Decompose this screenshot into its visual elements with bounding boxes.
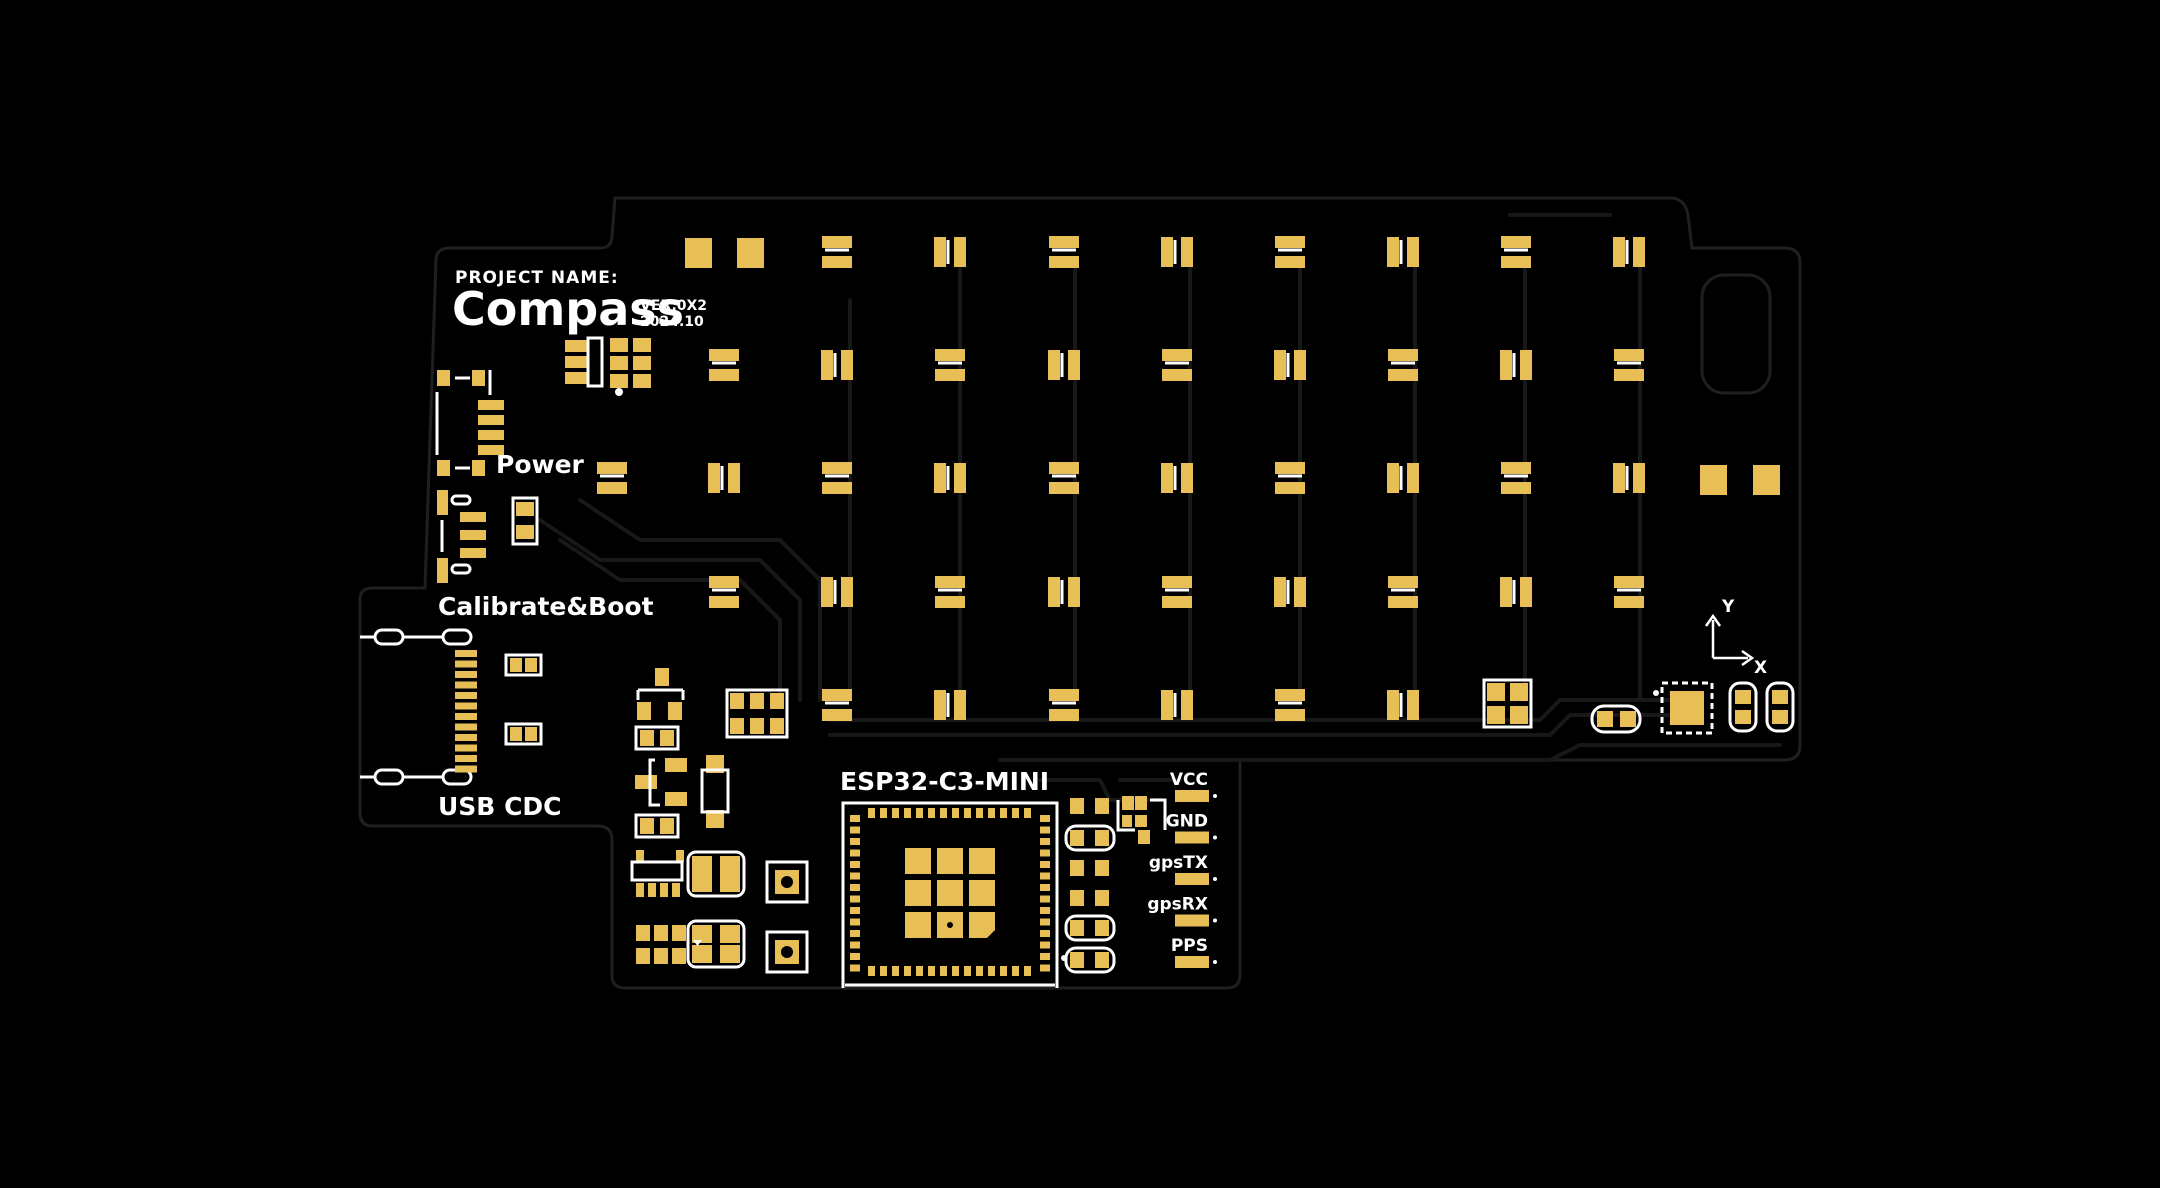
axis-marker: Y X (1704, 597, 1767, 678)
regulator-cluster (630, 668, 789, 969)
led-footprint (1274, 350, 1306, 380)
led-footprint (1275, 689, 1305, 721)
led-footprint (1387, 237, 1419, 267)
module-label: ESP32-C3-MINI (840, 767, 1049, 796)
boot-buttons (437, 490, 539, 583)
led-footprint (821, 350, 853, 380)
led-footprint (1049, 689, 1079, 721)
pad (1753, 465, 1780, 495)
led-footprint (822, 462, 852, 494)
header-pin-label: PPS (1171, 936, 1208, 956)
led-footprint (1387, 463, 1419, 493)
led-footprint (1501, 462, 1531, 494)
led-footprint (1048, 577, 1080, 607)
led-footprint (709, 576, 739, 608)
led-footprint (1275, 462, 1305, 494)
axis-x-label: X (1754, 658, 1767, 678)
led-footprint (935, 349, 965, 381)
led-footprint (1388, 576, 1418, 608)
led-footprint (1048, 350, 1080, 380)
pad (685, 238, 712, 268)
sensor-area (1482, 678, 1795, 735)
calibrate-boot-label: Calibrate&Boot (438, 592, 654, 621)
led-footprint (935, 576, 965, 608)
led-footprint (1161, 463, 1193, 493)
power-switch (435, 336, 651, 476)
led-footprint (821, 577, 853, 607)
led-footprint (1501, 236, 1531, 268)
header-pin-pad (1175, 790, 1209, 802)
led-footprint (1275, 236, 1305, 268)
led-footprint (934, 237, 966, 267)
led-footprint (1162, 576, 1192, 608)
led-footprint (1387, 690, 1419, 720)
led-footprint (1388, 349, 1418, 381)
led-footprint (1162, 349, 1192, 381)
pad (737, 238, 764, 268)
led-footprint (822, 236, 852, 268)
gps-header: VCC GND gpsTX gpsRX PPS (1147, 770, 1217, 968)
power-label: Power (496, 450, 585, 479)
project-name-label: PROJECT NAME: (455, 268, 619, 288)
test-pads (765, 860, 809, 974)
project-date: 2024.10 (640, 314, 704, 330)
led-footprint (1614, 576, 1644, 608)
esp32-module (841, 801, 1059, 988)
module-passives (1061, 796, 1167, 974)
led-footprint (1049, 462, 1079, 494)
project-title: Compass (452, 282, 684, 336)
axis-y-label: Y (1721, 597, 1735, 617)
led-footprint (934, 463, 966, 493)
led-footprint (1500, 577, 1532, 607)
header-pin-label: GND (1166, 812, 1208, 832)
usb-cdc-label: USB CDC (438, 792, 562, 821)
header-pin-pad (1175, 914, 1209, 927)
led-footprint (1613, 237, 1645, 267)
header-pin-pad (1175, 831, 1209, 844)
header-pin-label: gpsTX (1149, 853, 1208, 873)
usb-connector (360, 628, 543, 786)
led-footprint (934, 690, 966, 720)
led-footprint (822, 689, 852, 721)
mounting-slot (1700, 273, 1772, 395)
led-footprint (708, 463, 740, 493)
led-footprint (1049, 236, 1079, 268)
led-footprint (1161, 237, 1193, 267)
project-version: VER.0X2 (640, 298, 707, 314)
led-footprint (1500, 350, 1532, 380)
header-pin-pad (1175, 956, 1209, 968)
led-footprint (1161, 690, 1193, 720)
header-pin-pad (1175, 873, 1209, 885)
led-footprint (597, 462, 627, 494)
led-footprint (709, 349, 739, 381)
header-pin-label: gpsRX (1147, 895, 1208, 915)
led-footprint (1274, 577, 1306, 607)
led-footprint (1614, 349, 1644, 381)
header-pin-label: VCC (1170, 770, 1208, 790)
led-matrix (597, 236, 1645, 721)
pad (1700, 465, 1727, 495)
led-footprint (1613, 463, 1645, 493)
board-outline (358, 196, 1802, 990)
